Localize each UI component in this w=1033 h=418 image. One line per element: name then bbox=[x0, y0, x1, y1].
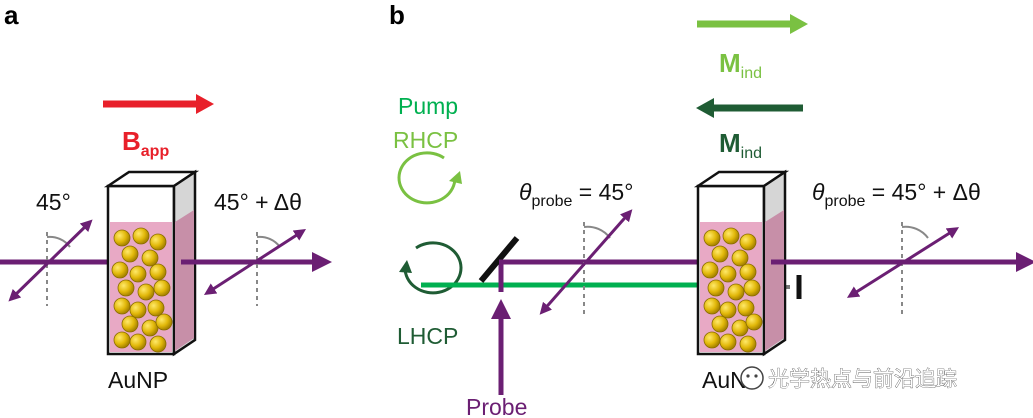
gold-nanoparticle bbox=[739, 233, 757, 251]
gold-nanoparticle bbox=[149, 263, 167, 281]
angle-arc-out bbox=[256, 235, 281, 248]
gold-nanoparticle bbox=[731, 249, 749, 267]
applied-field-label: Bapp bbox=[122, 126, 169, 160]
gold-nanoparticle bbox=[703, 297, 721, 315]
sample-label-a: AuNP bbox=[108, 367, 168, 393]
gold-nanoparticle bbox=[129, 265, 147, 283]
gold-nanoparticle bbox=[121, 315, 139, 333]
gold-nanoparticles-b bbox=[701, 227, 763, 353]
gold-nanoparticle bbox=[739, 335, 757, 353]
lhcp-label: LHCP bbox=[397, 323, 458, 349]
induced-magnetization-label-light: Mind bbox=[719, 48, 762, 82]
gold-nanoparticle bbox=[129, 333, 147, 351]
lhcp-circle-icon bbox=[399, 241, 463, 295]
probe-angle-arc-in bbox=[583, 225, 611, 239]
pump-label: Pump bbox=[398, 93, 458, 119]
gold-nanoparticle bbox=[111, 261, 129, 279]
gold-nanoparticle bbox=[129, 301, 147, 319]
probe-angle-out-label: θprobe = 45° + Δθ bbox=[812, 179, 981, 210]
gold-nanoparticle bbox=[711, 315, 729, 333]
gold-nanoparticle bbox=[132, 227, 150, 245]
gold-nanoparticle bbox=[149, 335, 167, 353]
gold-nanoparticle bbox=[743, 279, 761, 297]
induced-magnetization-arrow-dark bbox=[696, 98, 803, 118]
probe-polarization-arrow-in bbox=[539, 209, 633, 315]
rhcp-label: RHCP bbox=[393, 127, 458, 153]
probe-angle-in-label: θprobe = 45° bbox=[519, 179, 633, 210]
cuvette-a bbox=[103, 169, 200, 357]
gold-nanoparticle bbox=[141, 319, 159, 337]
rhcp-circle-icon bbox=[397, 151, 462, 205]
gold-nanoparticle bbox=[113, 297, 131, 315]
gold-nanoparticle bbox=[737, 299, 755, 317]
gold-nanoparticle bbox=[113, 331, 131, 349]
polarization-arrow-in bbox=[8, 219, 93, 302]
probe-label: Probe bbox=[466, 394, 527, 418]
wechat-icon bbox=[740, 366, 764, 390]
gold-nanoparticle bbox=[719, 265, 737, 283]
gold-nanoparticle bbox=[703, 331, 721, 349]
gold-nanoparticle bbox=[722, 227, 740, 245]
gold-nanoparticle bbox=[745, 313, 763, 331]
induced-magnetization-label-dark: Mind bbox=[719, 128, 762, 162]
gold-nanoparticle bbox=[153, 279, 171, 297]
angle-out-label: 45° + Δθ bbox=[214, 189, 302, 215]
probe-angle-arc-out bbox=[901, 225, 929, 239]
gold-nanoparticle bbox=[147, 299, 165, 317]
gold-nanoparticle bbox=[707, 279, 725, 297]
gold-nanoparticle bbox=[703, 229, 721, 247]
gold-nanoparticle bbox=[719, 333, 737, 351]
gold-nanoparticle bbox=[711, 245, 729, 263]
induced-magnetization-arrow-light bbox=[697, 14, 808, 34]
watermark: 光学热点与前沿追踪 bbox=[740, 366, 957, 391]
panel-b: Pump RHCP LHCP Probe θprobe = 45° bbox=[393, 14, 1033, 418]
watermark-text: 光学热点与前沿追踪 bbox=[768, 368, 957, 391]
gold-nanoparticle bbox=[739, 263, 757, 281]
gold-nanoparticle bbox=[727, 283, 745, 301]
gold-nanoparticle bbox=[701, 261, 719, 279]
gold-nanoparticle bbox=[155, 313, 173, 331]
gold-nanoparticle bbox=[137, 283, 155, 301]
polarization-arrow-out bbox=[203, 229, 307, 295]
gold-nanoparticle bbox=[113, 229, 131, 247]
gold-nanoparticle bbox=[141, 249, 159, 267]
panel-label-b: b bbox=[389, 0, 405, 30]
gold-nanoparticle bbox=[731, 319, 749, 337]
gold-nanoparticle bbox=[117, 279, 135, 297]
applied-field-arrow bbox=[103, 94, 214, 114]
panel-a: Bapp 45° 45° + Δθ AuNP bbox=[0, 94, 332, 393]
gold-nanoparticle bbox=[121, 245, 139, 263]
panel-label-a: a bbox=[4, 0, 19, 30]
gold-nanoparticle bbox=[149, 233, 167, 251]
probe-polarization-arrow-out bbox=[846, 227, 960, 298]
gold-nanoparticles-a bbox=[111, 227, 173, 353]
angle-in-label: 45° bbox=[36, 189, 71, 215]
gold-nanoparticle bbox=[719, 301, 737, 319]
